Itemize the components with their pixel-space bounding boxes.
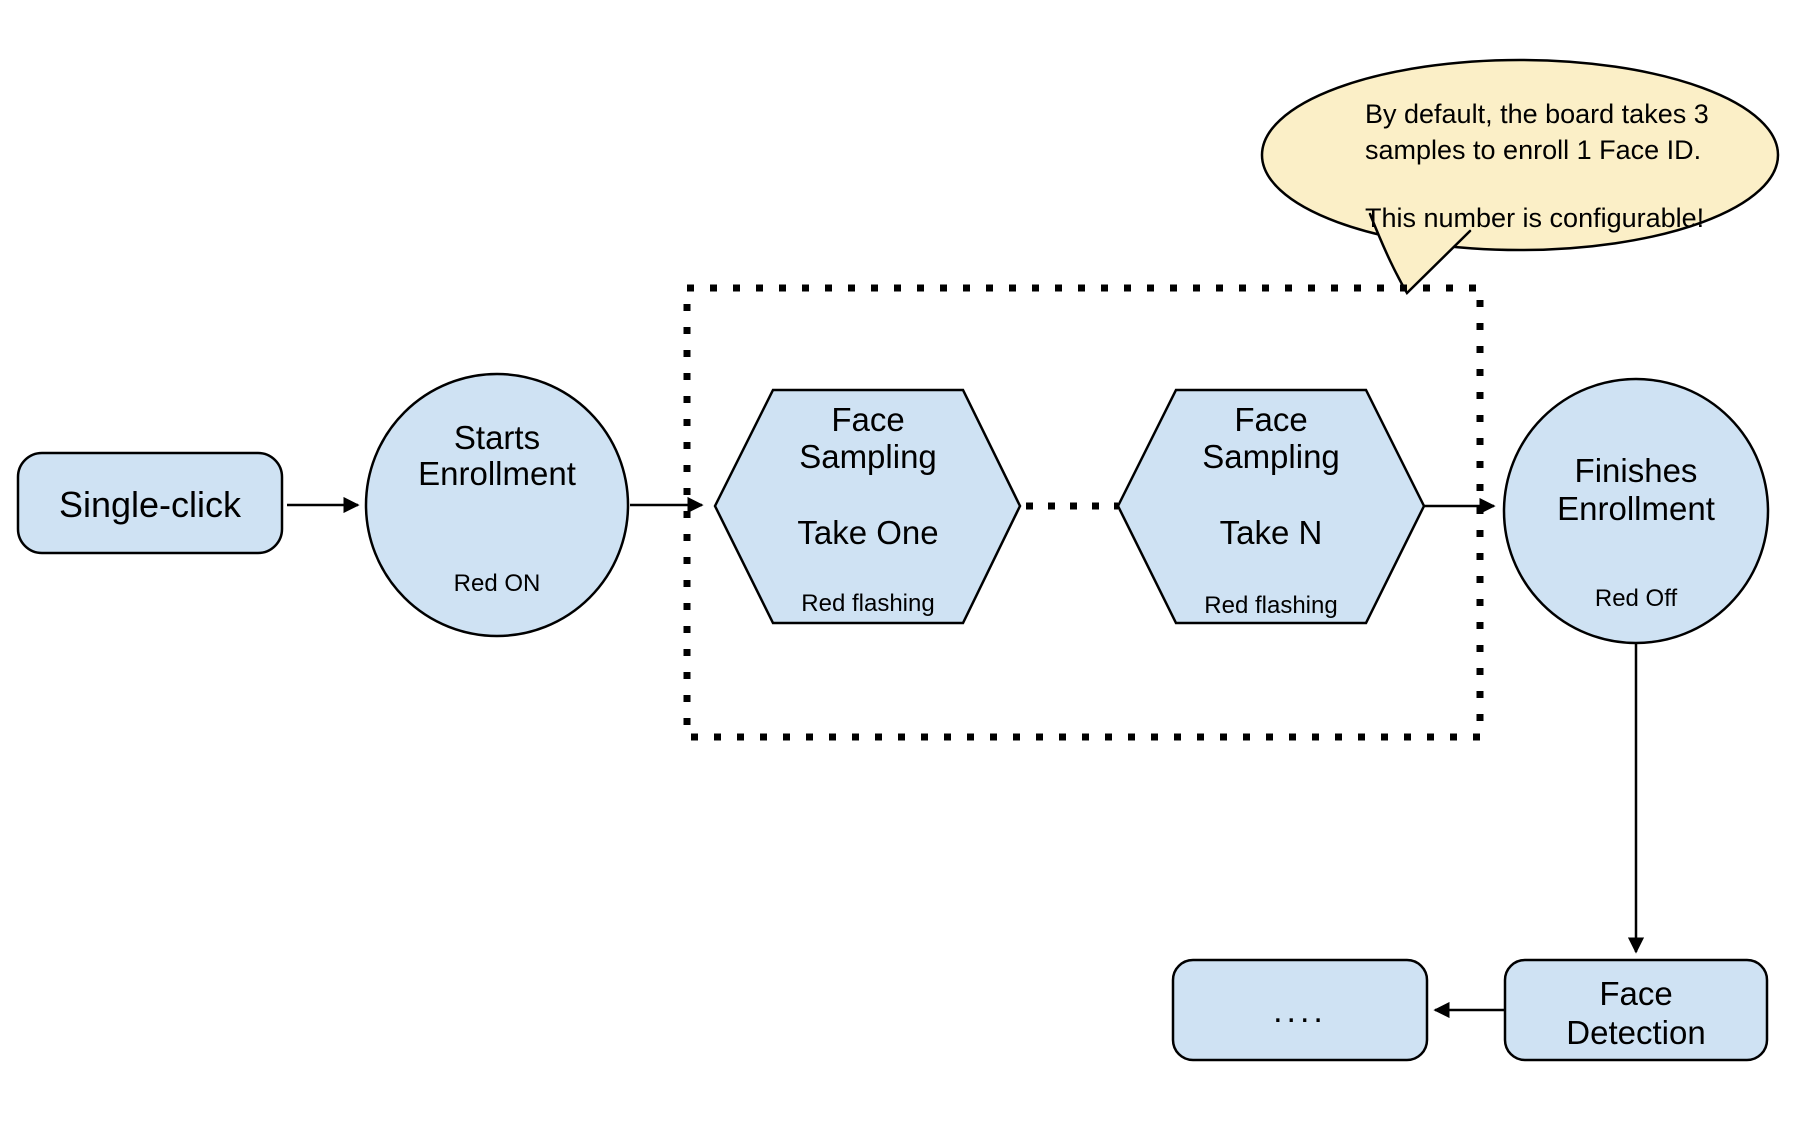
single-click-label: Single-click — [59, 484, 242, 525]
callout-line3: This number is configurable! — [1365, 203, 1704, 233]
face-sampling-n-line3: Take N — [1220, 514, 1323, 551]
face-detection-line1: Face — [1599, 975, 1672, 1012]
finishes-enrollment-status: Red Off — [1595, 585, 1678, 612]
finishes-enrollment-line1: Finishes — [1575, 452, 1698, 489]
node-starts-enrollment: Starts Enrollment Red ON — [364, 372, 630, 638]
ellipsis-box — [1171, 958, 1429, 1062]
node-ellipsis: .... — [1171, 958, 1429, 1062]
node-face-detection: Face Detection — [1503, 958, 1769, 1062]
node-single-click: Single-click — [16, 451, 284, 555]
face-sampling-n-line1: Face — [1234, 401, 1307, 438]
callout-ellipse — [1260, 58, 1780, 252]
callout-bubble: By default, the board takes 3 samples to… — [1260, 58, 1780, 296]
face-sampling-n-line2: Sampling — [1202, 438, 1340, 475]
face-sampling-one-hexagon — [713, 388, 1022, 625]
single-click-box — [16, 451, 284, 555]
face-detection-line2: Detection — [1566, 1014, 1705, 1051]
face-sampling-one-line1: Face — [831, 401, 904, 438]
callout-line1: By default, the board takes 3 — [1365, 99, 1709, 129]
starts-enrollment-status: Red ON — [454, 570, 541, 597]
starts-enrollment-line1: Starts — [454, 419, 540, 456]
face-sampling-one-status: Red flashing — [801, 590, 934, 617]
node-finishes-enrollment: Finishes Enrollment Red Off — [1502, 377, 1770, 645]
node-face-sampling-one: Face Sampling Take One Red flashing — [713, 388, 1022, 625]
callout-tail-outline — [1368, 212, 1472, 296]
ellipsis-label: .... — [1273, 992, 1327, 1030]
face-sampling-one-line3: Take One — [797, 514, 938, 551]
finishes-enrollment-line2: Enrollment — [1557, 490, 1715, 527]
finishes-enrollment-circle — [1502, 377, 1770, 645]
face-sampling-n-status: Red flashing — [1204, 592, 1337, 619]
starts-enrollment-circle — [364, 372, 630, 638]
callout-line2: samples to enroll 1 Face ID. — [1365, 135, 1701, 165]
node-face-sampling-n: Face Sampling Take N Red flashing — [1116, 388, 1426, 625]
starts-enrollment-line2: Enrollment — [418, 455, 576, 492]
face-sampling-one-line2: Sampling — [799, 438, 937, 475]
